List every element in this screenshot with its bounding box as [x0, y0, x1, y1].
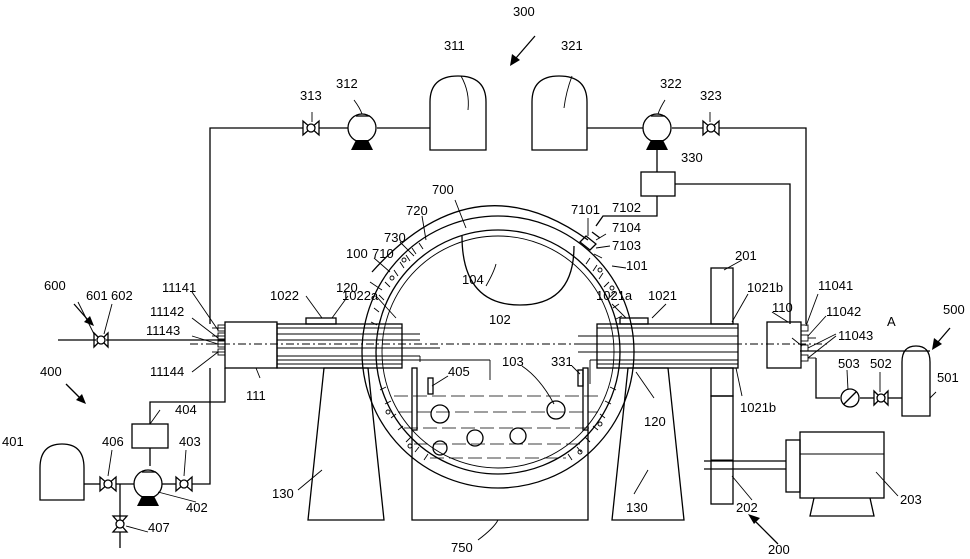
- label-1021b-top: 1021b: [747, 280, 783, 295]
- label-700: 700: [432, 182, 454, 197]
- label-111: 111: [246, 388, 266, 403]
- label-600: 600: [44, 278, 66, 293]
- label-120-bottom: 120: [644, 414, 666, 429]
- label-7101: 7101: [571, 202, 600, 217]
- label-1021a: 1021a: [596, 288, 633, 303]
- label-1021b-bottom: 1021b: [740, 400, 776, 415]
- right-bearing-housing-110: [767, 322, 801, 368]
- vent-valve-7102: [580, 232, 600, 250]
- controller-box-330: [641, 172, 675, 196]
- label-201: 201: [735, 248, 757, 263]
- pump-312: [348, 114, 376, 150]
- left-support-130: [308, 368, 384, 520]
- top-piping-system: [210, 128, 806, 324]
- label-602: 602: [111, 288, 133, 303]
- label-322: 322: [660, 76, 682, 91]
- right-support-130: [612, 368, 684, 520]
- box-404: [132, 424, 168, 448]
- pulley-hub: [711, 368, 733, 396]
- label-501: 501: [937, 370, 959, 385]
- tank-321: [532, 76, 587, 150]
- valve-313: [303, 121, 319, 135]
- label-402: 402: [186, 500, 208, 515]
- label-A: A: [887, 314, 896, 329]
- pump-402: [134, 470, 162, 506]
- pump-322: [643, 114, 671, 150]
- label-7104: 7104: [612, 220, 641, 235]
- label-750: 750: [451, 540, 473, 555]
- right-hollow-shaft-1021: [578, 318, 738, 384]
- pulley-201: [711, 268, 733, 324]
- label-104: 104: [462, 272, 484, 287]
- label-11142: 11142: [150, 304, 184, 319]
- label-110: 110: [772, 300, 793, 315]
- label-502: 502: [870, 356, 892, 371]
- label-331: 331: [551, 354, 573, 369]
- label-730: 730: [384, 230, 406, 245]
- label-312: 312: [336, 76, 358, 91]
- valve-502: [874, 391, 888, 405]
- valve-403: [176, 477, 192, 491]
- base-750: [412, 430, 588, 520]
- label-710: 710: [372, 246, 394, 261]
- label-1022a: 1022a: [342, 288, 379, 303]
- belt-202: [711, 396, 733, 504]
- main-shaft: [58, 340, 930, 351]
- label-503: 503: [838, 356, 860, 371]
- label-130-right: 130: [626, 500, 648, 515]
- label-11042: 11042: [826, 304, 861, 319]
- label-130-left: 130: [272, 486, 294, 501]
- label-11143: 11143: [146, 323, 180, 338]
- label-11041: 11041: [818, 278, 853, 293]
- label-400: 400: [40, 364, 62, 379]
- label-300: 300: [513, 4, 535, 19]
- label-100: 100: [346, 246, 368, 261]
- label-313: 313: [300, 88, 322, 103]
- label-101: 101: [626, 258, 648, 273]
- valve-407: [113, 516, 127, 548]
- label-321: 321: [561, 38, 583, 53]
- label-11144: 11144: [150, 364, 184, 379]
- valve-406: [100, 477, 116, 491]
- label-404: 404: [175, 402, 197, 417]
- label-405: 405: [448, 364, 470, 379]
- tank-401: [40, 444, 84, 500]
- label-7102: 7102: [612, 200, 641, 215]
- label-500: 500: [943, 302, 965, 317]
- valve-323: [703, 121, 719, 135]
- label-401: 401: [2, 434, 24, 449]
- valve-601: [94, 333, 108, 347]
- label-11141: 11141: [162, 280, 196, 295]
- label-406: 406: [102, 434, 124, 449]
- interior-104: [462, 236, 574, 305]
- label-7103: 7103: [612, 238, 641, 253]
- label-407: 407: [148, 520, 170, 535]
- tank-501: [902, 346, 930, 416]
- label-1021: 1021: [648, 288, 677, 303]
- label-11043: 11043: [838, 328, 873, 343]
- liquid-level: [394, 396, 602, 458]
- leader-lines: [78, 76, 936, 540]
- label-403: 403: [179, 434, 201, 449]
- left-bearing-housing-111: [225, 322, 277, 368]
- label-330: 330: [681, 150, 703, 165]
- label-601: 601: [86, 288, 108, 303]
- label-202: 202: [736, 500, 758, 515]
- label-1022: 1022: [270, 288, 299, 303]
- label-323: 323: [700, 88, 722, 103]
- label-720: 720: [406, 203, 428, 218]
- label-103: 103: [502, 354, 524, 369]
- label-203: 203: [900, 492, 922, 507]
- label-200: 200: [768, 542, 790, 557]
- tank-311: [430, 76, 486, 150]
- label-102: 102: [489, 312, 511, 327]
- meter-503: [841, 389, 859, 407]
- label-311: 311: [444, 38, 465, 53]
- right-housing-ports: [801, 325, 816, 361]
